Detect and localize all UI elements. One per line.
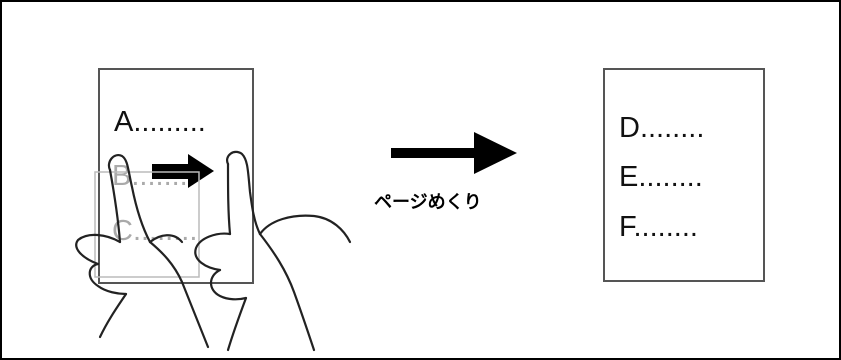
right-page: D........ E........ F........	[603, 68, 765, 282]
swipe-direction-arrow-icon	[152, 154, 214, 188]
hand-left-icon	[75, 154, 210, 349]
left-line-3: C........	[112, 215, 198, 247]
page-turn-caption: ページめくり	[374, 192, 482, 213]
right-line-2: E........	[619, 161, 703, 193]
left-line-1: A.........	[114, 106, 206, 138]
right-line-3: F........	[619, 211, 698, 243]
page-turn-arrow-icon	[391, 132, 517, 174]
hand-right-icon	[194, 150, 352, 352]
turning-page-outline	[94, 171, 200, 278]
right-line-1: D........	[619, 112, 705, 144]
